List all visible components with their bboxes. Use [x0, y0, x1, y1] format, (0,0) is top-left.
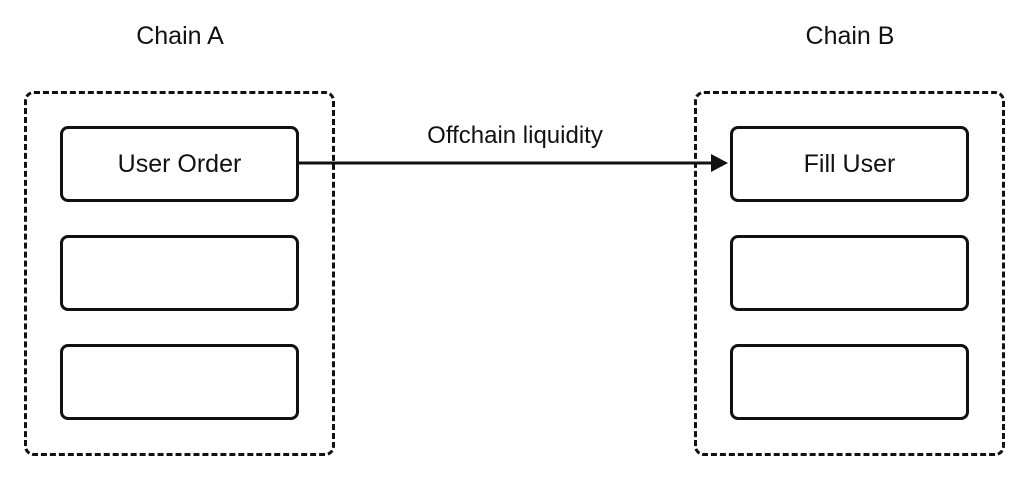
chain-a-block-empty [60, 344, 299, 420]
chain-b-block-empty [730, 344, 969, 420]
arrow-label: Offchain liquidity [427, 122, 603, 149]
chain-b-container [694, 91, 1005, 456]
chain-a-title: Chain A [136, 22, 224, 50]
chain-b-block-fill-user: Fill User [730, 126, 969, 202]
chain-a-block-empty [60, 235, 299, 311]
chain-a-container [24, 91, 335, 456]
chain-a-block-user-order: User Order [60, 126, 299, 202]
chain-b-title: Chain B [805, 22, 895, 50]
chain-b-block-empty [730, 235, 969, 311]
